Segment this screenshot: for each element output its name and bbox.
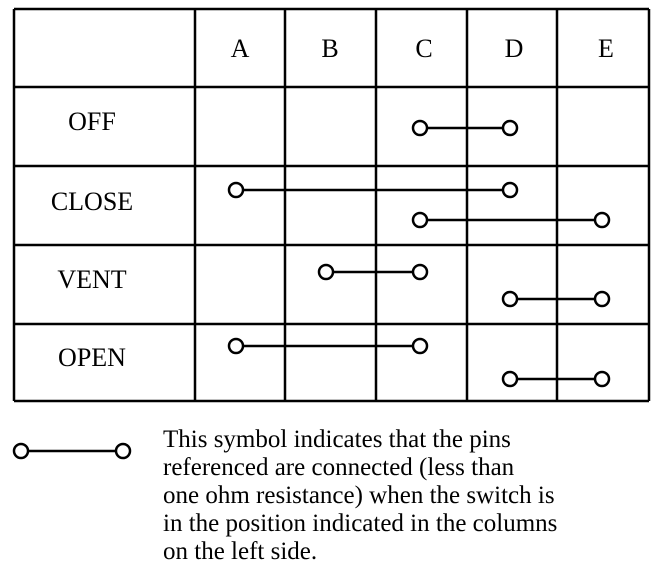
conn-close-ad-pin-d xyxy=(501,181,519,199)
conn-close-ad-pin-a xyxy=(227,181,245,199)
column-header-b: B xyxy=(321,34,338,63)
conn-off-cd-pin-c xyxy=(411,119,429,137)
conn-open-de-pin-e xyxy=(593,370,611,388)
conn-vent-de-pin-e xyxy=(593,290,611,308)
conn-off-cd xyxy=(411,119,519,137)
pin-connections xyxy=(227,119,611,388)
row-label-open: OPEN xyxy=(58,343,126,372)
conn-close-ce-pin-e xyxy=(593,211,611,229)
column-header-a: A xyxy=(231,34,250,63)
legend-line-5: on the left side. xyxy=(163,538,318,565)
conn-off-cd-pin-d xyxy=(501,119,519,137)
conn-close-ce xyxy=(411,211,611,229)
row-label-close: CLOSE xyxy=(51,187,133,216)
column-header-e: E xyxy=(598,34,614,63)
conn-close-ce-pin-c xyxy=(411,211,429,229)
conn-open-de-pin-d xyxy=(501,370,519,388)
conn-close-ad xyxy=(227,181,519,199)
legend-line-1: This symbol indicates that the pins xyxy=(163,426,511,453)
conn-open-ac-pin-a xyxy=(227,337,245,355)
legend-symbol xyxy=(12,442,132,460)
legend-line-3: one ohm resistance) when the switch is xyxy=(163,482,555,509)
row-labels: OFF CLOSE VENT OPEN xyxy=(51,107,133,372)
legend-pin-right xyxy=(114,442,132,460)
conn-vent-bc xyxy=(317,263,429,281)
legend-description: This symbol indicates that the pins refe… xyxy=(163,426,663,566)
row-label-vent: VENT xyxy=(57,265,126,294)
conn-vent-bc-pin-c xyxy=(411,263,429,281)
column-header-c: C xyxy=(415,34,432,63)
legend-line-2: referenced are connected (less than xyxy=(163,454,515,481)
conn-vent-bc-pin-b xyxy=(317,263,335,281)
conn-vent-de xyxy=(501,290,611,308)
conn-open-ac-pin-c xyxy=(411,337,429,355)
column-header-d: D xyxy=(505,34,524,63)
legend-pin-left xyxy=(12,442,30,460)
conn-vent-de-pin-d xyxy=(501,290,519,308)
legend-line-4: in the position indicated in the columns xyxy=(163,510,558,537)
table-grid xyxy=(12,7,651,403)
conn-open-de xyxy=(501,370,611,388)
column-headers: A B C D E xyxy=(231,34,614,63)
row-label-off: OFF xyxy=(68,107,116,136)
conn-open-ac xyxy=(227,337,429,355)
